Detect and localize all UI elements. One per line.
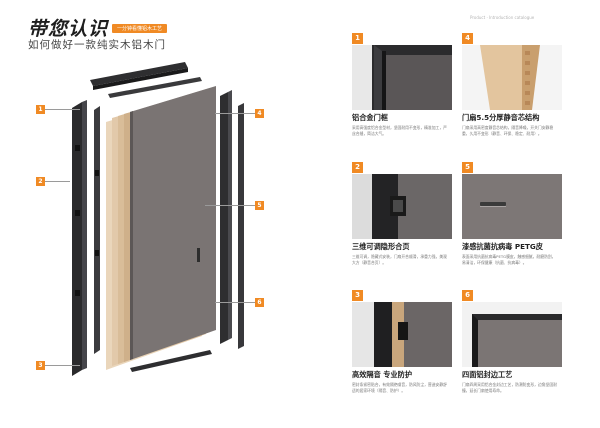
feature-number: 3	[352, 290, 363, 301]
feature-number: 5	[462, 162, 473, 173]
feature-title: 四面铝封边工艺	[462, 370, 513, 379]
feature-desc: 门扇采用高密度静音芯结构，隔音降噪，开关门安静稳重，久用不变形（静音、环保、稳定…	[462, 125, 554, 136]
frame-photo	[352, 45, 452, 110]
right-seal-strip	[238, 103, 244, 349]
feature-desc: 密封条紧密贴合，有效隔绝噪音，防风防尘，营造安静舒适的居家环境（隔音、防护）。	[352, 382, 447, 393]
top-frame-bar	[90, 62, 188, 90]
right-frame-post	[220, 90, 232, 344]
marker-5-leader	[205, 205, 255, 206]
feature-desc: 采用高强度铝合金型材，坚固耐用不变形，精准加工，严丝合缝，简洁大气。	[352, 125, 447, 136]
feature-title: 铝合金门框	[352, 113, 388, 122]
diagram-marker-1: 1	[36, 105, 45, 114]
marker-2-leader	[45, 181, 70, 182]
exploded-door-diagram	[72, 62, 244, 376]
marker-6-leader	[215, 302, 255, 303]
feature-desc: 门扇四周采用铝合金封边工艺，防潮防变形，边角坚固耐撞，延长门扇使用寿命。	[462, 382, 557, 393]
door-leaf	[130, 86, 216, 360]
feature-desc: 表面采用抗菌抗病毒PETG膜皮，触感细腻，耐磨防刮，易清洁，环保健康（抗菌、抗病…	[462, 254, 556, 265]
feature-number: 2	[352, 162, 363, 173]
left-frame-post	[72, 100, 87, 376]
feature-number: 4	[462, 33, 473, 44]
top-seal-bar	[108, 77, 202, 98]
marker-1-leader	[45, 109, 80, 110]
petg-photo	[462, 174, 562, 239]
page-title: 带您认识	[28, 18, 109, 40]
feature-number: 1	[352, 33, 363, 44]
feature-number: 6	[462, 290, 473, 301]
header-caption: Product · Introduction catalogue	[470, 15, 535, 20]
diagram-marker-5: 5	[255, 201, 264, 210]
page-subtitle: 如何做好一款纯实木铝木门	[28, 39, 166, 51]
seal-photo	[352, 302, 452, 367]
marker-4-leader	[215, 113, 255, 114]
feature-title: 门扇5.5分厚静音芯结构	[462, 113, 540, 122]
diagram-marker-4: 4	[255, 109, 264, 118]
core-photo	[462, 45, 562, 110]
diagram-marker-2: 2	[36, 177, 45, 186]
diagram-marker-6: 6	[255, 298, 264, 307]
feature-title: 漆感抗菌抗病毒 PETG皮	[462, 242, 543, 251]
title-tag: 一分钟看懂铝木工艺	[112, 24, 168, 33]
feature-title: 高效隔音 专业防护	[352, 370, 413, 379]
hinge-photo	[352, 174, 452, 239]
left-seal-strip	[94, 106, 100, 354]
feature-desc: 三维可调，隐藏式安装，门扇开合顺滑，承重力强，美观大方（静音合页）。	[352, 254, 447, 265]
marker-3-leader	[45, 365, 80, 366]
diagram-marker-3: 3	[36, 361, 45, 370]
feature-title: 三维可调隐形合页	[352, 242, 410, 251]
edge-photo	[462, 302, 562, 367]
bottom-threshold	[130, 350, 212, 372]
